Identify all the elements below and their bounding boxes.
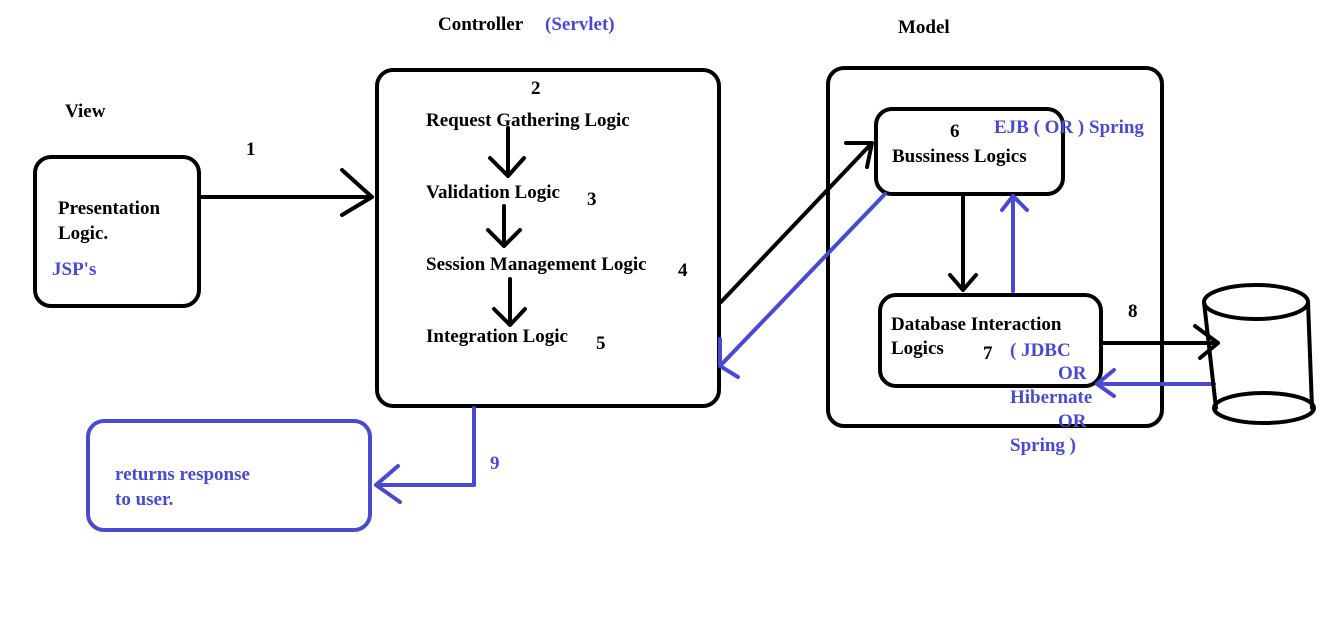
step-number-9: 9 <box>490 453 500 474</box>
controller-step-session: Session Management Logic <box>426 254 647 275</box>
controller-header: Controller <box>438 14 524 35</box>
model-header: Model <box>898 17 950 38</box>
controller-step-integration: Integration Logic <box>426 326 568 347</box>
response-box <box>86 419 372 532</box>
controller-tech-label: (Servlet) <box>545 14 615 35</box>
response-line1: returns response <box>115 464 250 485</box>
step-number-4: 4 <box>678 260 688 281</box>
database-icon <box>1202 283 1316 425</box>
arrow-controller-to-response <box>374 406 476 504</box>
controller-step-validation: Validation Logic <box>426 182 560 203</box>
db-tech-or-1: OR <box>1058 363 1087 384</box>
step-number-2: 2 <box>531 78 541 99</box>
step-number-1: 1 <box>246 139 256 160</box>
db-logic-line1: Database Interaction <box>891 314 1062 335</box>
db-tech-spring: Spring ) <box>1010 435 1076 456</box>
step-number-6: 6 <box>950 121 960 142</box>
jsp-label: JSP's <box>52 259 97 280</box>
controller-step-request: Request Gathering Logic <box>426 110 630 131</box>
db-tech-jdbc: ( JDBC <box>1010 340 1071 361</box>
step-number-7: 7 <box>983 343 993 364</box>
view-header: View <box>65 101 106 122</box>
presentation-logic-line2: Logic. <box>58 223 109 244</box>
db-tech-hibernate: Hibernate <box>1010 387 1093 408</box>
business-tech-label: EJB ( OR ) Spring <box>994 117 1144 138</box>
db-logic-line2: Logics <box>891 338 944 359</box>
view-box <box>33 155 201 308</box>
business-logic-label: Bussiness Logics <box>892 146 1027 167</box>
arrow-view-to-controller <box>199 168 374 217</box>
step-number-3: 3 <box>587 189 597 210</box>
response-line2: to user. <box>115 489 174 510</box>
db-tech-or-2: OR <box>1058 411 1087 432</box>
presentation-logic-line1: Presentation <box>58 198 161 219</box>
step-number-5: 5 <box>596 333 606 354</box>
step-number-8: 8 <box>1128 301 1138 322</box>
